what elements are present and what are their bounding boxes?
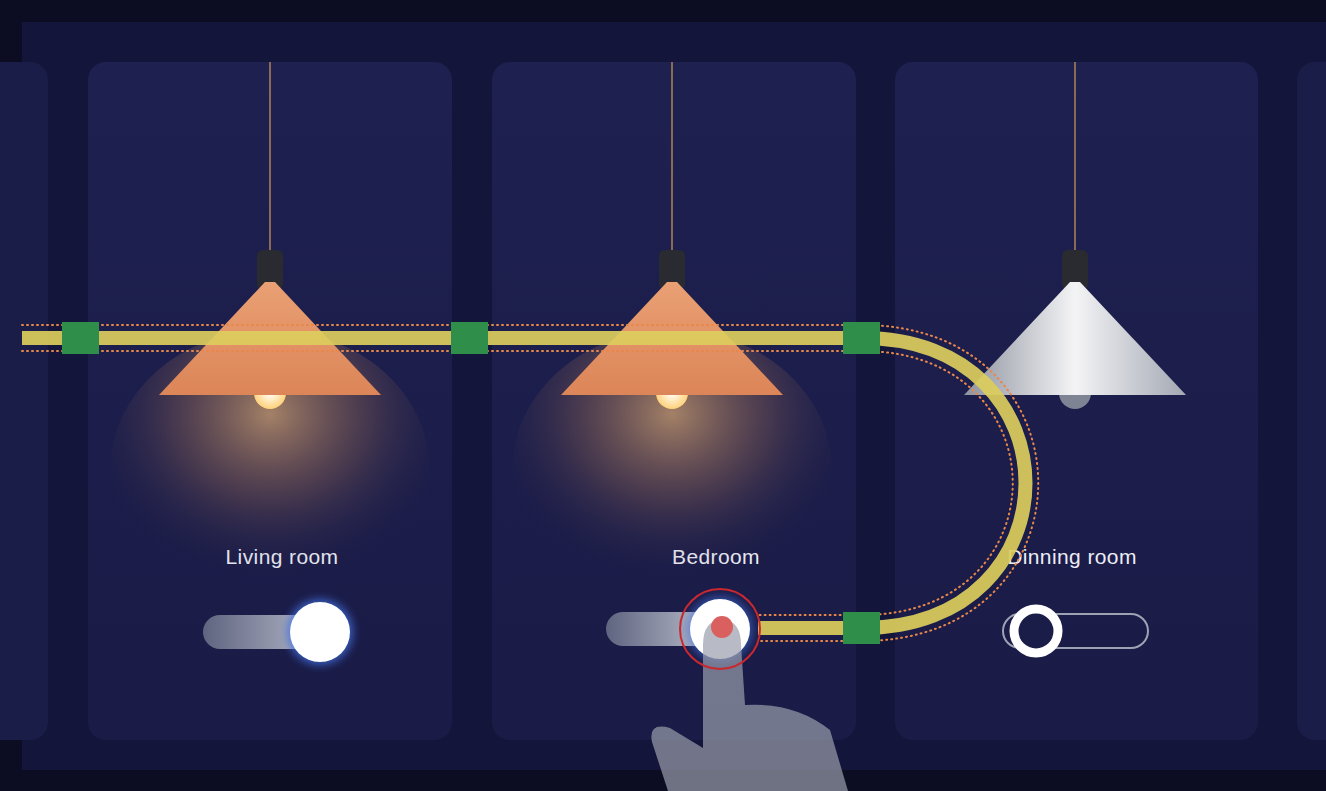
lamp-socket <box>659 250 685 290</box>
switch-knob <box>290 602 350 662</box>
partial-card <box>0 62 48 740</box>
lamp-shade <box>561 282 783 395</box>
lamp-socket <box>257 250 283 290</box>
lamp-shade <box>159 282 381 395</box>
room-label: Bedroom <box>556 544 876 570</box>
tap-ring <box>680 589 760 669</box>
waypoint-marker <box>62 322 99 354</box>
room-label: Living room <box>122 544 442 570</box>
lamp-cord <box>1074 62 1076 255</box>
tap-point <box>711 616 733 638</box>
gesture-path <box>22 322 1038 644</box>
waypoint-marker <box>451 322 488 354</box>
toggle-switch <box>606 596 753 662</box>
waypoint-marker <box>843 322 880 354</box>
lamp-shade <box>964 282 1186 395</box>
toggle-switch <box>203 599 353 665</box>
toggle-switch <box>1003 609 1148 653</box>
switch-track <box>203 615 348 649</box>
room-card: Dinning room <box>895 62 1258 740</box>
room-card: Bedroom <box>492 62 856 740</box>
hand-pointer <box>651 620 848 791</box>
waypoint-marker <box>843 612 880 644</box>
room-label: Dinning room <box>912 544 1232 570</box>
lamp <box>159 62 381 409</box>
knob-glow <box>687 596 753 662</box>
knob-glow <box>287 599 353 665</box>
light-glow <box>512 330 832 610</box>
switch-track <box>606 612 731 646</box>
lamp-bulb <box>254 377 286 409</box>
lamp <box>964 62 1186 409</box>
lamp-cord <box>671 62 673 255</box>
lamp-bulb <box>1059 377 1091 409</box>
light-glow <box>110 330 430 610</box>
dotted-guide <box>22 325 1038 641</box>
switch-knob <box>690 599 750 659</box>
lamp-glow <box>110 330 832 610</box>
path-track <box>22 338 1026 628</box>
switch-knob <box>1014 609 1058 653</box>
screen-panel <box>22 22 1326 770</box>
lamp-cord <box>269 62 271 255</box>
dotted-guide <box>22 351 1013 615</box>
partial-card <box>1297 62 1326 740</box>
lamp-bulb <box>656 377 688 409</box>
tap-indicator <box>651 589 848 791</box>
room-card: Living room <box>88 62 452 740</box>
lamp-socket <box>1062 250 1088 290</box>
lamp <box>561 62 783 409</box>
switch-track <box>1003 614 1148 648</box>
